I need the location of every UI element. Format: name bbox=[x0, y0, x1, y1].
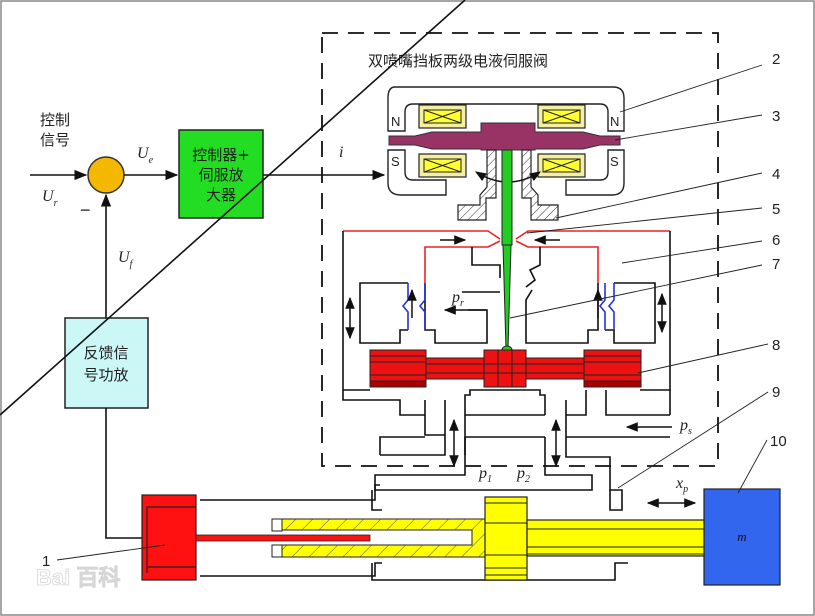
coil-lower-right bbox=[537, 153, 586, 178]
callout-2: 2 bbox=[772, 51, 780, 68]
callout-4: 4 bbox=[772, 166, 780, 183]
coil-upper-left bbox=[418, 104, 467, 129]
valve-boundary bbox=[321, 32, 719, 467]
p1-label: p1 bbox=[478, 465, 492, 485]
pole-s-left: S bbox=[391, 154, 400, 169]
feedback-spring-rod bbox=[502, 244, 512, 350]
pole-n-right: N bbox=[610, 114, 619, 129]
load-mass bbox=[703, 488, 781, 586]
callout-6: 6 bbox=[772, 232, 780, 249]
flapper bbox=[501, 149, 513, 246]
callout-leaders bbox=[56, 64, 769, 561]
callout-3: 3 bbox=[772, 108, 780, 125]
input-label-line2: 信号 bbox=[40, 131, 70, 149]
piston-rod bbox=[526, 519, 706, 557]
ue-label: Ue bbox=[137, 145, 154, 166]
pole-n-left: N bbox=[391, 114, 400, 129]
coil-lower-left bbox=[418, 153, 467, 178]
callout-9: 9 bbox=[772, 384, 780, 401]
armature bbox=[388, 122, 621, 151]
ps-label: ps bbox=[679, 417, 692, 437]
minus-sign: − bbox=[80, 200, 91, 220]
displacement-sensor bbox=[141, 494, 371, 581]
callout-10: 10 bbox=[770, 433, 787, 450]
coil-upper-right bbox=[537, 104, 586, 129]
main-spool bbox=[369, 349, 642, 388]
ur-label: Ur bbox=[42, 188, 58, 209]
torque-motor: N N S S bbox=[387, 86, 625, 221]
pr-label: pr bbox=[451, 289, 464, 309]
pilot-stage bbox=[342, 230, 671, 391]
p2-label: p2 bbox=[516, 465, 530, 485]
current-label: i bbox=[339, 144, 343, 161]
piston bbox=[484, 496, 528, 581]
callout-7: 7 bbox=[772, 256, 780, 273]
baidu-watermark: Bai 百科 bbox=[36, 565, 120, 590]
load-label: m bbox=[737, 529, 746, 544]
valve-title: 双喷嘴挡板两级电液伺服阀 bbox=[368, 52, 548, 70]
controller-line2: 伺服放 bbox=[198, 166, 243, 184]
controller-amplifier-block bbox=[178, 129, 264, 219]
valve-body-lower bbox=[0, 0, 672, 500]
pole-s-right: S bbox=[610, 154, 619, 169]
callout-5: 5 bbox=[772, 201, 780, 218]
summing-junction bbox=[87, 156, 125, 194]
xp-label: xp bbox=[675, 475, 688, 495]
uf-label: Uf bbox=[118, 249, 134, 270]
sensor-wire bbox=[105, 408, 142, 539]
feedback-amplifier-block bbox=[64, 317, 149, 409]
callout-8: 8 bbox=[772, 337, 780, 354]
callout-1: 1 bbox=[42, 553, 50, 570]
feedback-line2: 号功放 bbox=[83, 366, 128, 384]
controller-line3: 大器 bbox=[206, 186, 236, 204]
controller-line1: 控制器+ bbox=[192, 146, 250, 164]
feedback-line1: 反馈信 bbox=[83, 344, 128, 362]
input-label-line1: 控制 bbox=[40, 111, 70, 129]
actuator bbox=[200, 484, 706, 581]
